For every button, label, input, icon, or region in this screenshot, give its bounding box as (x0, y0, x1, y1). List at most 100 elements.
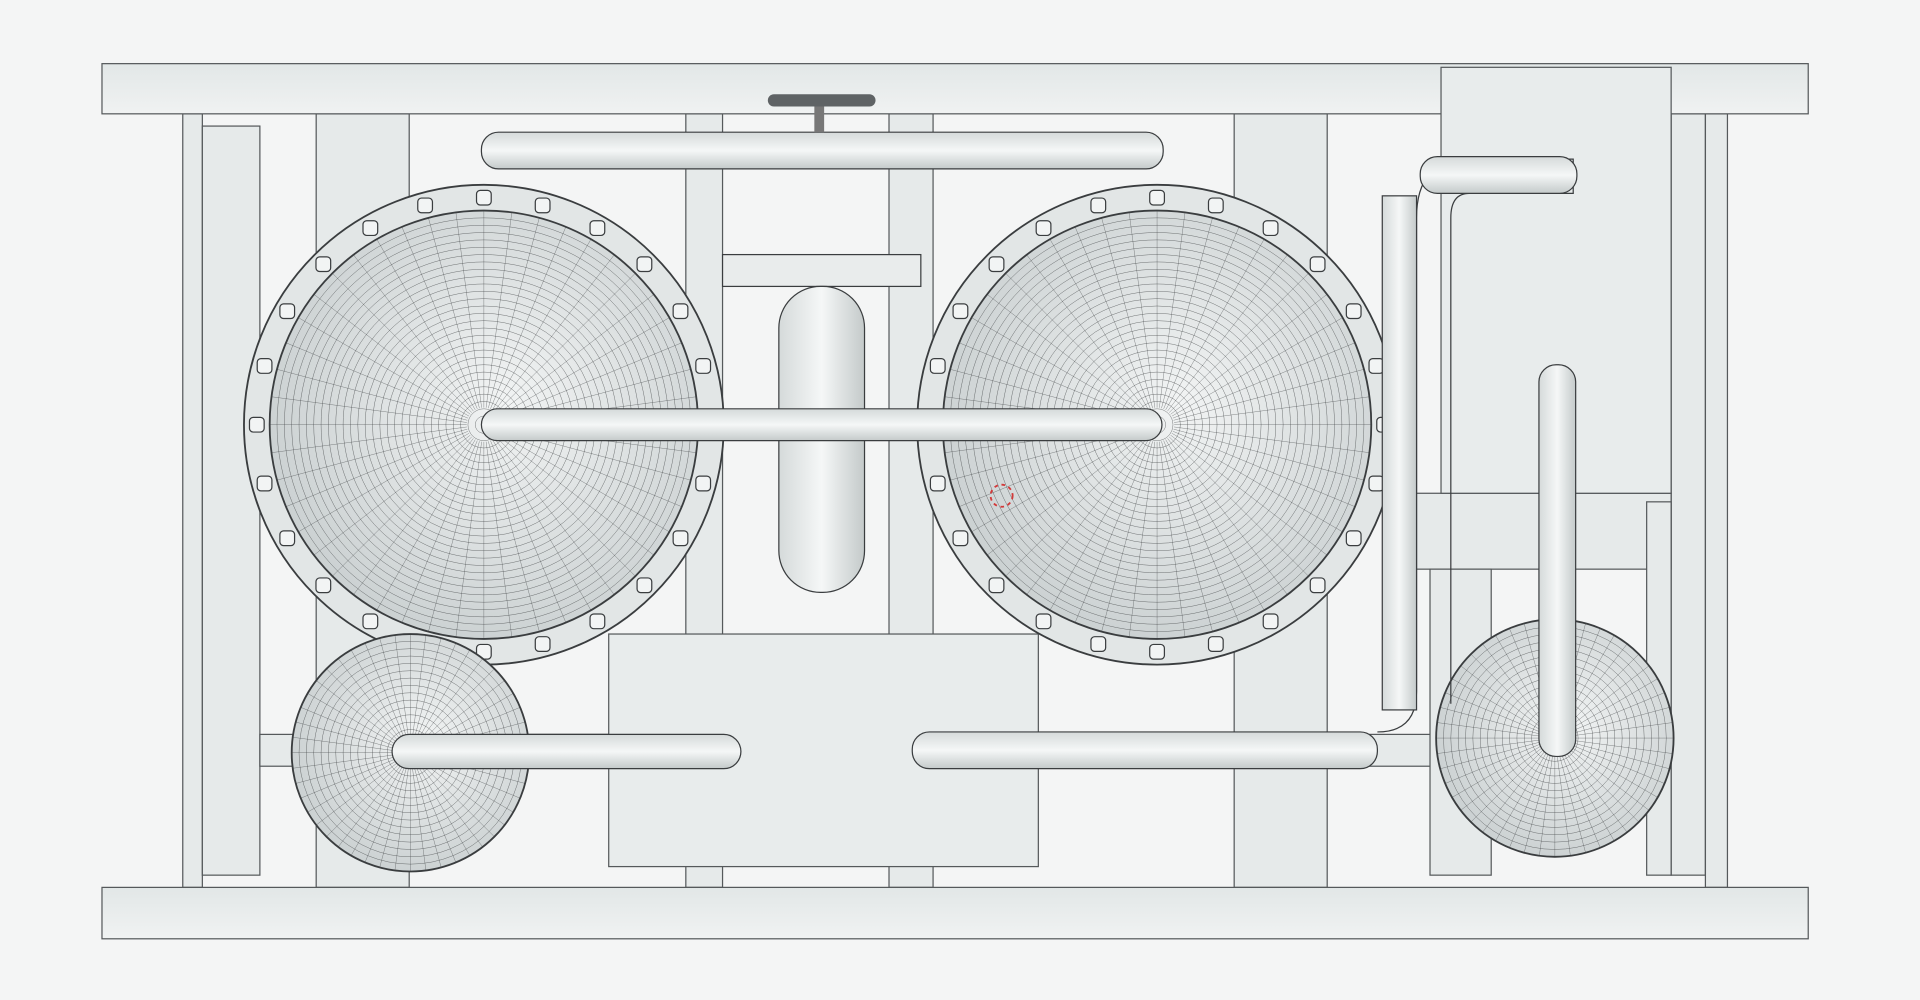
post (1704, 113, 1729, 889)
flange-bolt-icon (279, 530, 296, 547)
flange-bolt-icon (1262, 220, 1279, 237)
mesh-meridian (313, 294, 471, 415)
mesh-meridian (295, 721, 402, 751)
mesh-meridian (1482, 745, 1550, 833)
flange-bolt-icon (256, 358, 273, 374)
mesh-meridian (1440, 707, 1546, 736)
mesh-meridian (376, 239, 476, 411)
mesh-meridian (413, 761, 457, 863)
mesh-meridian (1555, 747, 1571, 856)
mesh-meridian (1170, 294, 1328, 415)
flange-bolt-icon (362, 220, 379, 237)
mesh-meridian (337, 760, 405, 848)
mesh-meridian (959, 342, 1142, 419)
flange-bolt-icon (248, 416, 265, 433)
mesh-meridian (1437, 722, 1546, 738)
mesh-meridian (1128, 212, 1156, 408)
mesh-meridian (1563, 692, 1665, 735)
mesh-meridian (1563, 741, 1665, 784)
mesh-meridian (1101, 441, 1153, 632)
mesh-meridian (1005, 436, 1146, 577)
mesh-meridian (428, 217, 480, 409)
flange-bolt-icon (929, 358, 946, 374)
flange-bolt-icon (952, 303, 969, 320)
flange-bolt-icon (417, 197, 434, 214)
mesh-meridian (353, 438, 474, 595)
mesh-meridian (1167, 438, 1288, 595)
bottom-right-pipe (911, 731, 1378, 770)
mesh-meridian (394, 762, 410, 871)
flange-bolt-icon (475, 189, 492, 206)
right-drop-pipe (1538, 364, 1577, 758)
flange-bolt-icon (315, 577, 332, 594)
mesh-meridian (316, 758, 404, 826)
mesh-meridian (1161, 441, 1213, 632)
mesh-meridian (1169, 273, 1309, 413)
mesh-meridian (1564, 722, 1673, 738)
mesh-meridian (332, 273, 472, 413)
mesh-meridian (1523, 747, 1553, 853)
flange-bolt-icon (929, 475, 946, 492)
mesh-meridian (492, 439, 592, 611)
mesh-meridian (401, 440, 478, 623)
mesh-meridian (455, 441, 482, 638)
mesh-meridian (1563, 707, 1670, 736)
mesh-meridian (300, 756, 402, 799)
mesh-meridian (1005, 273, 1146, 413)
mesh-meridian (1163, 440, 1240, 623)
flange-bolt-icon (988, 577, 1005, 594)
mesh-meridian (495, 436, 636, 577)
mesh-meridian (1163, 226, 1240, 409)
mesh-meridian (1561, 744, 1639, 823)
flange-bolt-icon (1309, 577, 1326, 594)
bottom-left-pipe (391, 733, 742, 770)
flange-bolt-icon (534, 197, 551, 214)
mesh-meridian (1562, 743, 1650, 811)
mesh-meridian (490, 226, 567, 409)
flange-bolt-icon (315, 256, 332, 273)
flange-bolt-icon (1262, 613, 1279, 630)
mesh-meridian (416, 759, 495, 837)
mesh-meridian (326, 668, 404, 747)
mesh-meridian (1562, 665, 1650, 733)
mesh-meridian (337, 658, 405, 746)
mesh-meridian (350, 649, 406, 745)
mesh-meridian (1562, 678, 1658, 734)
mesh-meridian (412, 761, 442, 868)
mesh-meridian (485, 212, 513, 408)
flange-bolt-icon (988, 256, 1005, 273)
mesh-meridian (416, 668, 495, 747)
mesh-meridian (1560, 745, 1628, 833)
mesh-meridian (1074, 226, 1151, 409)
mesh-meridian (455, 212, 482, 408)
mesh-meridian (332, 436, 472, 577)
flange-bolt-icon (1207, 636, 1224, 652)
mesh-meridian (986, 294, 1144, 415)
flange-bolt-icon (695, 358, 712, 374)
mesh-meridian (495, 273, 636, 413)
mesh-meridian (1440, 740, 1546, 770)
mesh-meridian (1559, 746, 1615, 842)
mesh-meridian (1495, 746, 1551, 842)
mesh-meridian (276, 428, 468, 481)
mesh-meridian (394, 635, 410, 744)
mesh-meridian (353, 254, 474, 412)
mesh-meridian (1451, 678, 1547, 734)
flange-bolt-icon (589, 220, 606, 237)
3d-cursor-icon (989, 483, 1014, 508)
flange-bolt-icon (1368, 475, 1385, 492)
vessel-cap (721, 253, 922, 288)
mesh-meridian (298, 433, 470, 533)
flange-bolt-icon (1345, 530, 1362, 547)
mesh-meridian (1074, 440, 1151, 623)
mesh-meridian (1173, 369, 1365, 421)
mesh-meridian (971, 317, 1143, 417)
flange-bolt-icon (1149, 189, 1166, 206)
mesh-meridian (1557, 747, 1586, 853)
flange-bolt-icon (695, 475, 712, 492)
mesh-meridian (285, 431, 469, 507)
mesh-meridian (379, 638, 409, 744)
mesh-meridian (411, 635, 427, 744)
mesh-meridian (1167, 254, 1288, 412)
flange-bolt-icon (362, 613, 379, 630)
